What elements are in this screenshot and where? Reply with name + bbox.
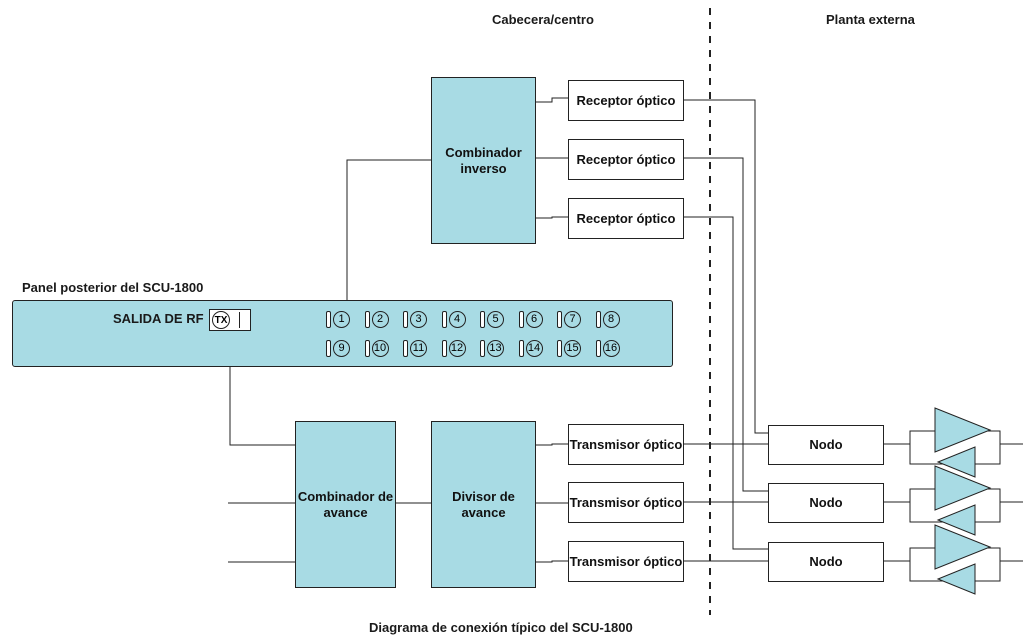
port-number: 1 <box>333 310 350 328</box>
forward-combiner: Combinador de avance <box>295 421 396 588</box>
rf-port: 15 <box>557 338 581 358</box>
forward-amplifier-icon <box>934 524 992 570</box>
outside-plant-header: Planta externa <box>826 12 915 27</box>
rf-port: 1 <box>326 309 350 329</box>
node-2: Nodo <box>768 483 884 523</box>
port-number: 12 <box>448 339 466 357</box>
port-slot <box>557 339 562 357</box>
port-number: 13 <box>487 339 504 357</box>
amplifier-module <box>909 524 1023 595</box>
reverse-amplifier-icon <box>936 446 976 478</box>
port-slot <box>326 310 331 328</box>
amplifier-module <box>909 465 1023 536</box>
rf-out-label: SALIDA DE RF <box>113 311 204 326</box>
amplifier-module <box>909 407 1023 478</box>
port-slot <box>595 339 601 357</box>
rf-port: 12 <box>441 338 466 358</box>
port-slot <box>595 310 601 328</box>
rf-port: 4 <box>441 309 466 329</box>
port-slot <box>480 339 485 357</box>
port-slot <box>364 310 370 328</box>
forward-amplifier-icon <box>934 465 992 511</box>
forward-amplifier-icon <box>934 407 992 453</box>
reverse-amplifier-icon <box>936 504 976 536</box>
port-slot <box>326 339 331 357</box>
rf-port: 7 <box>557 309 581 329</box>
rf-port: 5 <box>480 309 504 329</box>
port-slot <box>480 310 485 328</box>
port-number: 7 <box>564 310 581 328</box>
port-slot <box>364 339 370 357</box>
port-slot <box>403 339 408 357</box>
port-slot <box>518 310 524 328</box>
panel-title: Panel posterior del SCU-1800 <box>22 280 204 295</box>
rf-port: 6 <box>518 309 543 329</box>
rf-port: 8 <box>595 309 620 329</box>
port-number: 9 <box>333 339 350 357</box>
node-3: Nodo <box>768 542 884 582</box>
optical-transmitter-1: Transmisor óptico <box>568 424 684 465</box>
port-slot <box>518 339 524 357</box>
port-number: 5 <box>487 310 504 328</box>
node-1: Nodo <box>768 425 884 465</box>
port-number: 10 <box>371 339 389 357</box>
tx-port: TX <box>212 311 230 329</box>
reverse-amplifier-icon <box>936 563 976 595</box>
port-number: 16 <box>602 339 620 357</box>
rf-port: 10 <box>364 338 389 358</box>
port-slot <box>403 310 408 328</box>
rf-port: 2 <box>364 309 389 329</box>
optical-transmitter-3: Transmisor óptico <box>568 541 684 582</box>
optical-receiver-3: Receptor óptico <box>568 198 684 239</box>
port-slot <box>557 310 562 328</box>
port-slot <box>441 339 447 357</box>
port-number: 11 <box>410 339 427 357</box>
optical-receiver-2: Receptor óptico <box>568 139 684 180</box>
port-number: 2 <box>371 310 389 328</box>
rf-out-connector: TX <box>209 309 251 331</box>
rf-port: 16 <box>595 338 620 358</box>
rf-port: 13 <box>480 338 504 358</box>
rf-port: 9 <box>326 338 350 358</box>
port-slot <box>441 310 447 328</box>
port-number: 15 <box>564 339 581 357</box>
port-number: 6 <box>525 310 543 328</box>
headend-header: Cabecera/centro <box>492 12 594 27</box>
port-number: 3 <box>410 310 427 328</box>
rf-port: 11 <box>403 338 427 358</box>
port-number: 8 <box>602 310 620 328</box>
reverse-combiner: Combinador inverso <box>431 77 536 244</box>
rf-port: 14 <box>518 338 543 358</box>
optical-receiver-1: Receptor óptico <box>568 80 684 121</box>
diagram-caption: Diagrama de conexión típico del SCU-1800 <box>369 620 633 635</box>
forward-splitter: Divisor de avance <box>431 421 536 588</box>
port-number: 14 <box>525 339 543 357</box>
optical-transmitter-2: Transmisor óptico <box>568 482 684 523</box>
rf-port: 3 <box>403 309 427 329</box>
port-number: 4 <box>448 310 466 328</box>
